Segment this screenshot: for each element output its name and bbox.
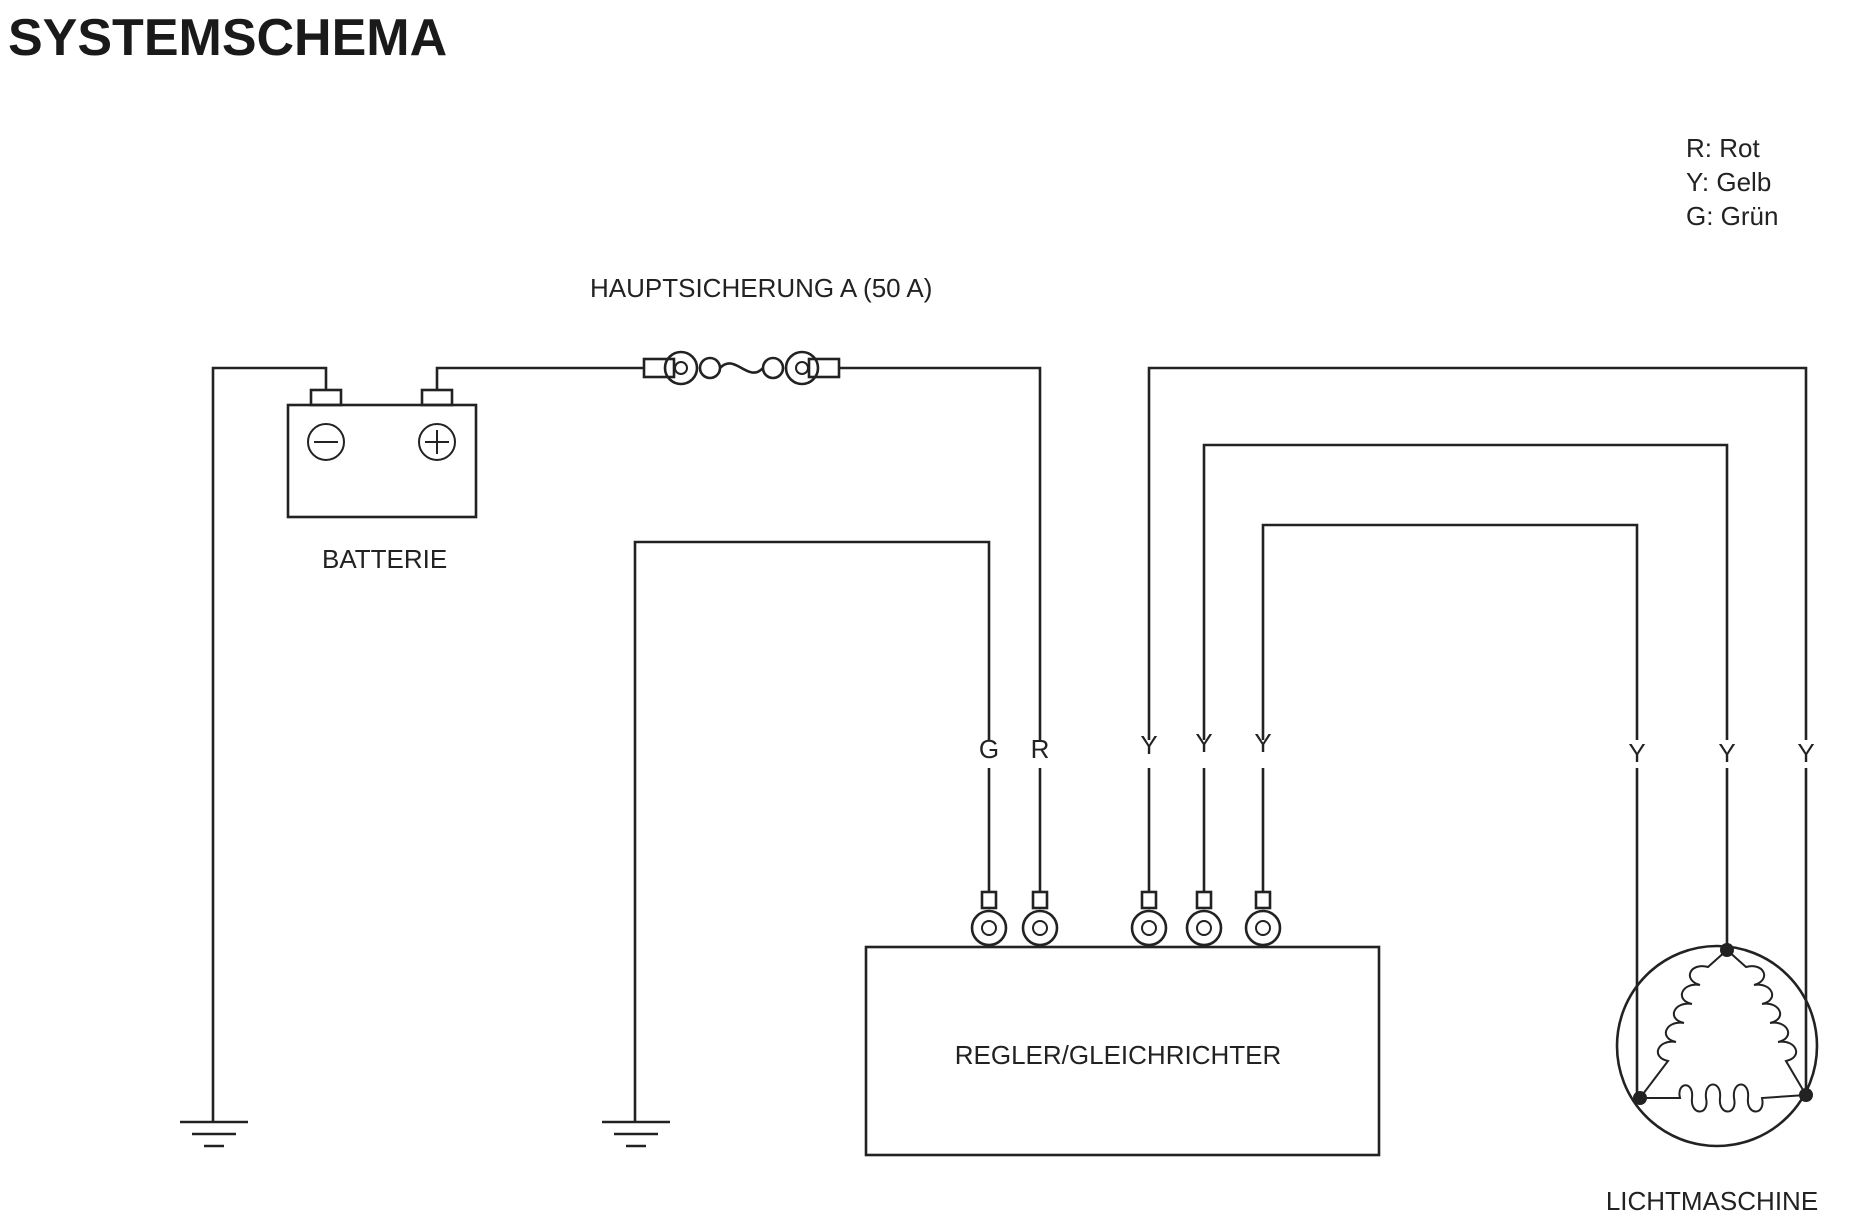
legend-yellow: Y: Gelb <box>1686 167 1771 197</box>
terminal-node <box>1799 1088 1813 1102</box>
wire-fuse-regulator-red <box>839 366 1042 740</box>
wire-battery-fuse <box>435 366 644 390</box>
connector-yellow <box>1244 890 1282 947</box>
wire-yellow-outer <box>1147 366 1808 740</box>
battery <box>286 388 478 519</box>
wire-label-green: G <box>979 734 999 764</box>
regulator-connectors <box>970 890 1282 947</box>
wire-label-red: R <box>1031 734 1050 764</box>
regulator-rectifier <box>864 945 1381 1157</box>
battery-positive-terminal <box>420 388 454 407</box>
connector-yellow <box>1130 890 1168 947</box>
wire-label-yellow: Y <box>1628 738 1645 768</box>
fuse-label: HAUPTSICHERUNG A (50 A) <box>590 273 932 303</box>
connector-red <box>1021 890 1059 947</box>
main-fuse <box>642 350 841 386</box>
stator-coil-right <box>1726 949 1807 1096</box>
terminal-node <box>1633 1091 1647 1105</box>
connector-green <box>970 890 1008 947</box>
wire-label-yellow: Y <box>1140 730 1157 760</box>
wire-label-yellow: Y <box>1797 738 1814 768</box>
alternator-wire-labels: Y Y Y <box>1628 738 1814 768</box>
wire-label-yellow: Y <box>1718 738 1735 768</box>
regulator-wire-labels: G R Y Y Y <box>979 728 1272 764</box>
alternator-housing <box>1615 944 1819 1148</box>
color-legend: R: Rot Y: Gelb G: Grün <box>1686 133 1778 231</box>
plus-icon <box>418 423 456 461</box>
minus-icon <box>307 423 345 461</box>
page-title: SYSTEMSCHEMA <box>8 9 447 67</box>
wire-label-yellow: Y <box>1254 728 1271 758</box>
stator-coil-left <box>1639 949 1728 1099</box>
wire-battery-ground <box>211 366 328 1122</box>
wire-yellow-inner <box>1261 523 1639 740</box>
legend-green: G: Grün <box>1686 201 1778 231</box>
stator-coil-bottom <box>1640 1083 1807 1113</box>
battery-body <box>286 403 478 519</box>
battery-negative-terminal <box>309 388 343 407</box>
wire-yellow-middle <box>1202 443 1729 740</box>
wire-regulator-ground-green <box>633 540 991 1122</box>
ground-icon <box>602 1120 670 1148</box>
battery-label: BATTERIE <box>322 544 447 574</box>
legend-red: R: Rot <box>1686 133 1760 163</box>
regulator-label: REGLER/GLEICHRICHTER <box>955 1040 1282 1070</box>
ground-icon <box>180 1120 248 1148</box>
wire-label-yellow: Y <box>1195 728 1212 758</box>
alternator <box>1615 943 1819 1148</box>
terminal-node <box>1720 943 1734 957</box>
alternator-label: LICHTMASCHINE <box>1606 1186 1818 1216</box>
connector-yellow <box>1185 890 1223 947</box>
